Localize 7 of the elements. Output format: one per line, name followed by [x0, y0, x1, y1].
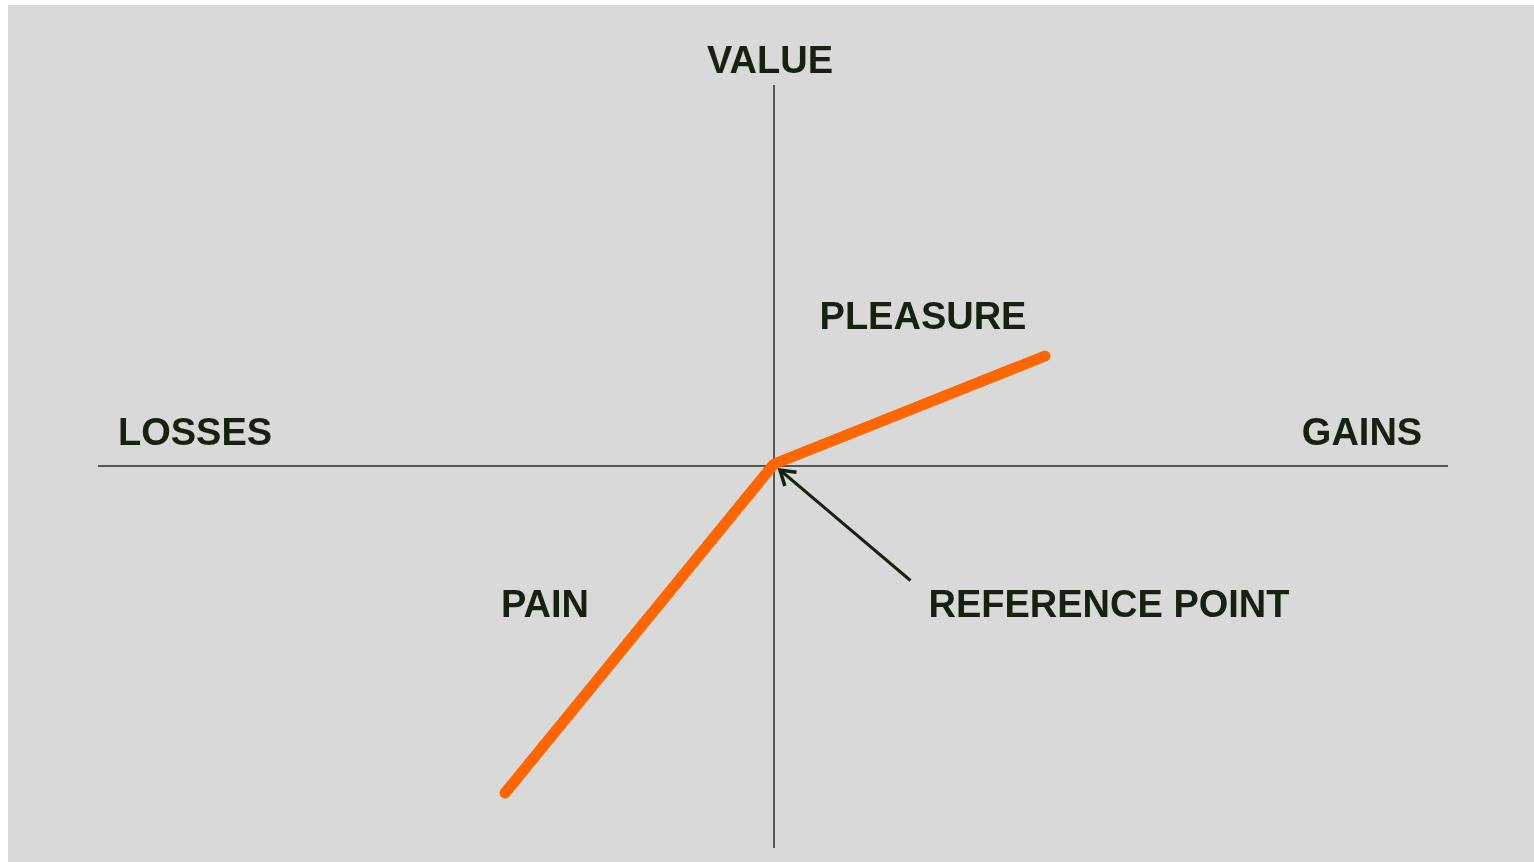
axis-label: PAIN — [501, 582, 589, 626]
axis-label: VALUE — [707, 38, 833, 82]
leader-line — [778, 468, 912, 582]
callout-label: REFERENCE POINT — [928, 582, 1290, 626]
axis-label: GAINS — [1301, 410, 1423, 454]
axis-label: PLEASURE — [819, 294, 1027, 338]
axis-label: LOSSES — [117, 410, 273, 454]
